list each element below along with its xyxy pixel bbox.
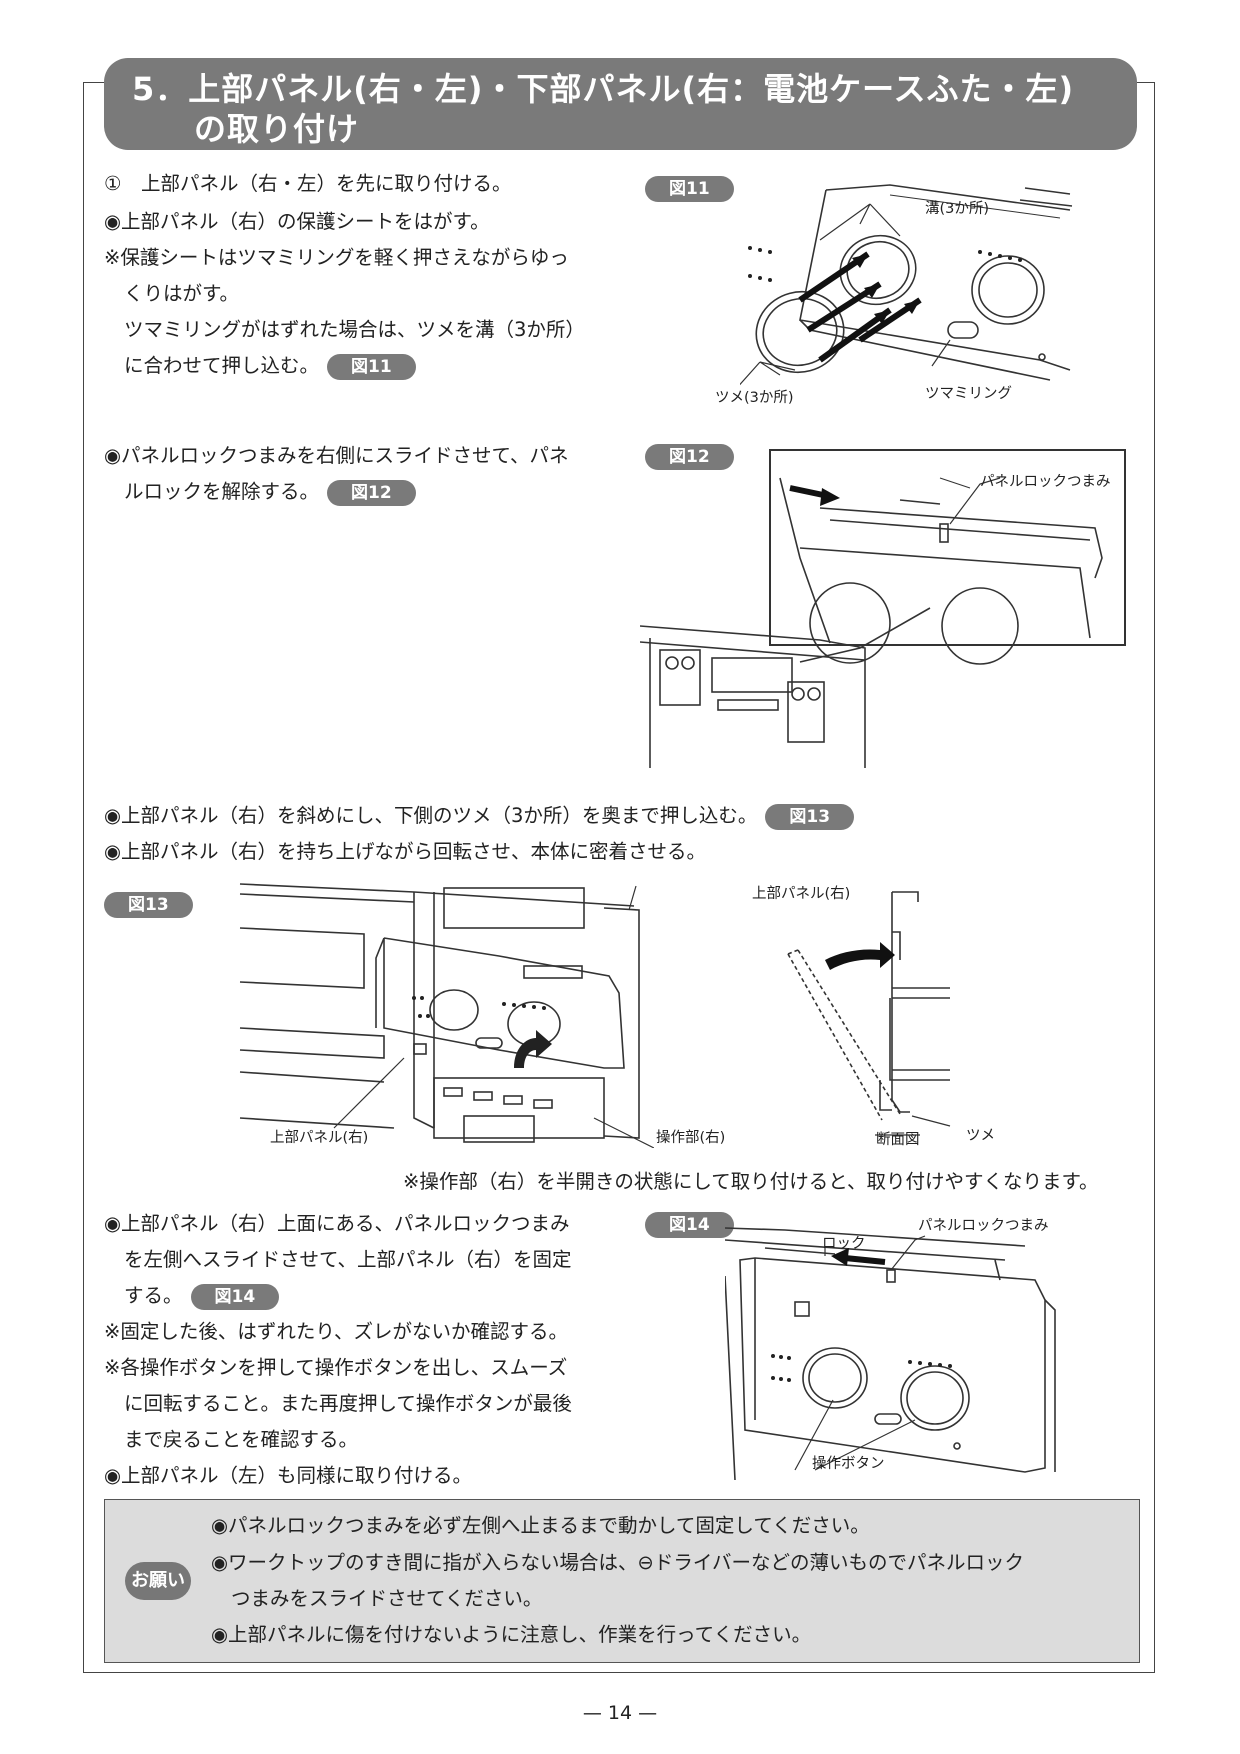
notice-line: ◉上部パネルに傷を付けないように注意し、作業を行ってください。 (211, 1623, 812, 1646)
figure-ref-13: 図13 (765, 803, 855, 830)
frame-top-right (1136, 82, 1154, 83)
text-line: ◉上部パネル（右）を持ち上げながら回転させ、本体に密着させる。 (104, 840, 707, 863)
notice-line: ◉ワークトップのすき間に指が入らない場合は、⊖ドライバーなどの薄いものでパネルロ… (211, 1551, 1024, 1574)
figure-badge-14: 図14 (645, 1212, 734, 1238)
text-line: ルロックを解除する。図12 (124, 474, 416, 510)
text-line: ◉上部パネル（左）も同様に取り付ける。 (104, 1464, 473, 1487)
text-line: に回転すること。また再度押して操作ボタンが最後 (124, 1392, 572, 1415)
figure-ref-11: 図11 (327, 353, 416, 380)
label-panel-lock-knob: パネルロックつまみ (980, 474, 1111, 490)
figure-badge-12: 図12 (645, 444, 734, 470)
figure-badge-13: 図13 (104, 892, 193, 918)
text-line: まで戻ることを確認する。 (124, 1428, 359, 1451)
notice-line: つまみをスライドさせてください。 (231, 1587, 543, 1610)
text-line: ◉上部パネル（右）を斜めにし、下側のツメ（3か所）を奥まで押し込む。図13 (104, 798, 855, 834)
label-upper-panel-right-section: 上部パネル(右) (752, 886, 851, 902)
label-groove: 溝(3か所) (925, 201, 990, 217)
text-line: ※固定した後、はずれたり、ズレがないか確認する。 (104, 1320, 569, 1343)
label-claw-3: ツメ(3か所) (715, 390, 794, 406)
section-header: 5．上部パネル(右・左)・下部パネル(右：電池ケースふた・左) の取り付け (104, 58, 1137, 150)
text-line: ◉上部パネル（右）上面にある、パネルロックつまみ (104, 1212, 570, 1235)
section-view-illustration (787, 891, 951, 1136)
text-span: ◉上部パネル（右）を斜めにし、下側のツメ（3か所）を奥まで押し込む。 (104, 804, 758, 827)
text-line: する。図14 (124, 1278, 280, 1314)
text-line: を左側へスライドさせて、上部パネル（右）を固定 (124, 1248, 572, 1271)
figure-ref-12: 図12 (327, 479, 416, 506)
text-line: ※保護シートはツマミリングを軽く押さえながらゆっ (104, 246, 569, 269)
text-line: ◉上部パネル（右）の保護シートをはがす。 (104, 210, 490, 233)
text-span: する。 (124, 1284, 183, 1307)
label-control-right: 操作部(右) (656, 1130, 726, 1146)
figure-11-illustration (740, 184, 1073, 386)
text-span: ルロックを解除する。 (124, 480, 320, 503)
figure-13-note: ※操作部（右）を半開きの状態にして取り付けると、取り付けやすくなります。 (403, 1170, 1099, 1193)
text-line: ◉パネルロックつまみを右側にスライドさせて、パネ (104, 444, 569, 467)
frame-top-left (83, 82, 105, 83)
text-span: に合わせて押し込む。 (124, 354, 320, 377)
figure-badge-11: 図11 (645, 176, 734, 202)
text-line: くりはがす。 (124, 282, 240, 305)
notice-badge: お願い (125, 1562, 191, 1600)
label-panel-lock-knob-14: パネルロックつまみ (918, 1218, 1049, 1234)
notice-line: ◉パネルロックつまみを必ず左側へ止まるまで動かして固定してください。 (211, 1514, 870, 1537)
figure-12-illustration (640, 449, 1126, 768)
text-line: に合わせて押し込む。図11 (124, 348, 416, 384)
label-control-button: 操作ボタン (812, 1456, 885, 1472)
label-knob-ring: ツマミリング (925, 386, 1012, 402)
label-upper-panel-right: 上部パネル(右) (270, 1130, 369, 1146)
step-1: ① 上部パネル（右・左）を先に取り付ける。 (104, 172, 512, 195)
label-lock: ロック (822, 1236, 866, 1252)
text-line: ツマミリングがはずれた場合は、ツメを溝（3か所） (124, 318, 585, 341)
page-frame (83, 82, 1155, 1673)
label-section-view: 断面図 (876, 1132, 920, 1148)
section-title-line1: 5．上部パネル(右・左)・下部パネル(右：電池ケースふた・左) (132, 70, 1075, 108)
section-title-line2: の取り付け (194, 110, 360, 148)
figure-13-illustration (239, 883, 654, 1148)
page-number: — 14 — (582, 1702, 658, 1724)
notice-box: お願い ◉パネルロックつまみを必ず左側へ止まるまで動かして固定してください。 ◉… (104, 1499, 1140, 1663)
figure-ref-14: 図14 (190, 1283, 280, 1310)
label-claw: ツメ (966, 1128, 995, 1144)
text-line: ※各操作ボタンを押して操作ボタンを出し、スムーズ (104, 1356, 568, 1379)
figure-14-illustration (725, 1227, 1056, 1480)
